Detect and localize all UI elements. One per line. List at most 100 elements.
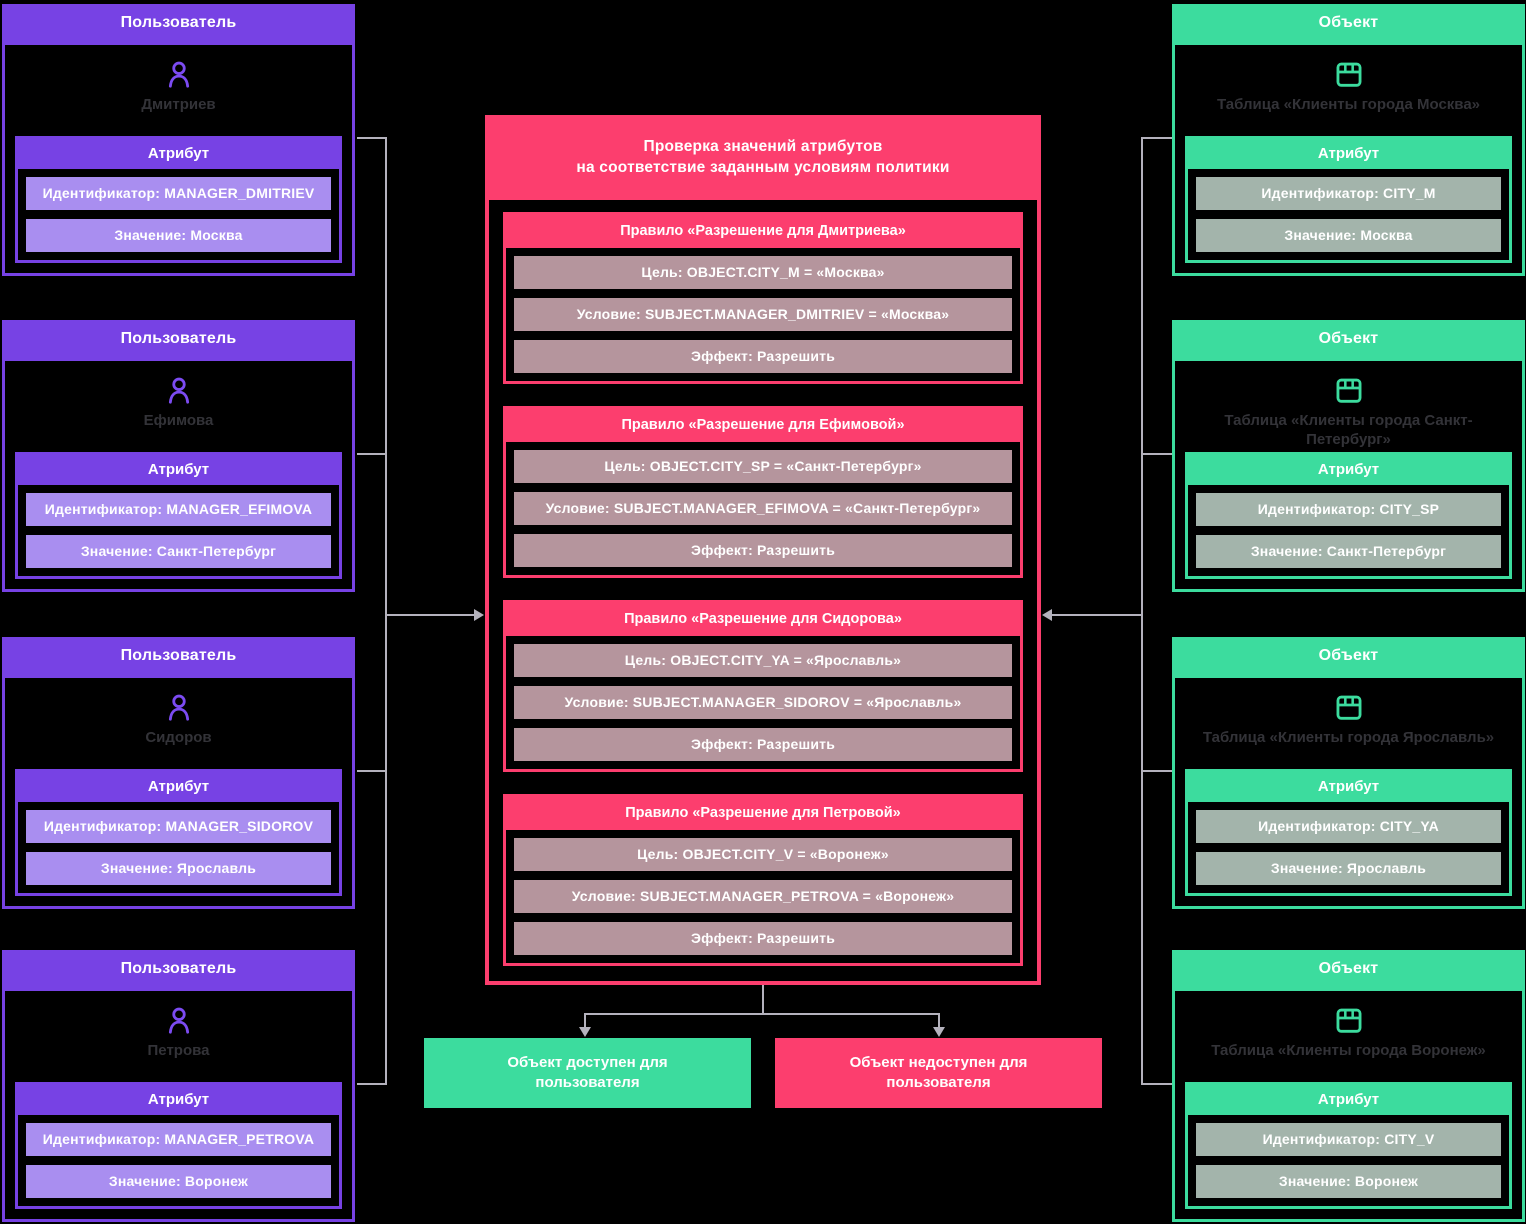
- object-card-header: Объект: [1172, 637, 1525, 675]
- object-figure: Таблица «Клиенты города Ярославль»: [1175, 678, 1522, 769]
- rule-condition-row: Условие: SUBJECT.MANAGER_EFIMOVA = «Санк…: [514, 492, 1012, 525]
- user-card-header: Пользователь: [2, 950, 355, 988]
- object-card: Объект Таблица «Клиенты города Санкт-Пет…: [1172, 320, 1525, 592]
- object-figure: Таблица «Клиенты города Санкт-Петербург»: [1175, 361, 1522, 452]
- attribute-value-row: Значение: Санкт-Петербург: [1196, 535, 1501, 568]
- policy-panel-body: Правило «Разрешение для Дмитриева» Цель:…: [485, 200, 1041, 985]
- attribute-value-row: Значение: Санкт-Петербург: [26, 535, 331, 568]
- policy-title-line1: Проверка значений атрибутов: [643, 138, 883, 155]
- rule-header: Правило «Разрешение для Петровой»: [506, 797, 1020, 830]
- arrow-down-icon: [579, 1027, 591, 1037]
- attribute-rows: Идентификатор: MANAGER_DMITRIEV Значение…: [18, 169, 339, 260]
- connector-drop-left: [584, 1013, 586, 1028]
- attribute-identifier-row: Идентификатор: CITY_YA: [1196, 810, 1501, 843]
- user-card-body: Дмитриев Атрибут Идентификатор: MANAGER_…: [2, 42, 355, 276]
- rule-condition-row: Условие: SUBJECT.MANAGER_PETROVA = «Воро…: [514, 880, 1012, 913]
- attribute-header: Атрибут: [18, 139, 339, 169]
- attribute-header: Атрибут: [18, 455, 339, 485]
- user-card-body: Ефимова Атрибут Идентификатор: MANAGER_E…: [2, 358, 355, 592]
- object-card: Объект Таблица «Клиенты города Ярославль…: [1172, 637, 1525, 909]
- outcome-denied-box: Объект недоступен для пользователя: [775, 1038, 1102, 1108]
- rule-target-row: Цель: OBJECT.CITY_YA = «Ярославль»: [514, 644, 1012, 677]
- arrow-right-icon: [474, 609, 484, 621]
- attribute-section: Атрибут Идентификатор: MANAGER_PETROVA З…: [15, 1082, 342, 1209]
- policy-panel-title: Проверка значений атрибутов на соответст…: [485, 115, 1041, 200]
- rule-effect-row: Эффект: Разрешить: [514, 922, 1012, 955]
- object-card-header: Объект: [1172, 4, 1525, 42]
- rule-condition-row: Условие: SUBJECT.MANAGER_DMITRIEV = «Мос…: [514, 298, 1012, 331]
- object-name: Таблица «Клиенты города Воронеж»: [1211, 1042, 1486, 1059]
- object-card-body: Таблица «Клиенты города Москва» Атрибут …: [1172, 42, 1525, 276]
- object-card-body: Таблица «Клиенты города Санкт-Петербург»…: [1172, 358, 1525, 592]
- attribute-identifier-row: Идентификатор: MANAGER_SIDOROV: [26, 810, 331, 843]
- user-figure: Ефимова: [5, 361, 352, 452]
- user-card-header: Пользователь: [2, 637, 355, 675]
- attribute-identifier-row: Идентификатор: CITY_V: [1196, 1123, 1501, 1156]
- user-icon: [168, 61, 189, 88]
- object-name: Таблица «Клиенты города Санкт-Петербург»: [1224, 412, 1473, 448]
- user-icon: [168, 694, 189, 721]
- rule-header: Правило «Разрешение для Дмитриева»: [506, 215, 1020, 248]
- attribute-value-row: Значение: Москва: [1196, 219, 1501, 252]
- outcome-allowed-box: Объект доступен для пользователя: [424, 1038, 751, 1108]
- user-figure: Петрова: [5, 991, 352, 1082]
- connector-stub: [357, 1083, 385, 1085]
- policy-title-line2: на соответствие заданным условиям полити…: [576, 159, 950, 176]
- object-name: Таблица «Клиенты города Ярославль»: [1202, 729, 1495, 746]
- object-card-header: Объект: [1172, 950, 1525, 988]
- attribute-section: Атрибут Идентификатор: CITY_M Значение: …: [1185, 136, 1512, 263]
- rule-header: Правило «Разрешение для Сидорова»: [506, 603, 1020, 636]
- user-card: Пользователь Дмитриев Атрибут Идентифика…: [2, 4, 355, 276]
- attribute-rows: Идентификатор: CITY_V Значение: Воронеж: [1188, 1115, 1509, 1206]
- attribute-header: Атрибут: [1188, 1085, 1509, 1115]
- arrow-down-icon: [933, 1027, 945, 1037]
- attribute-rows: Идентификатор: CITY_SP Значение: Санкт-П…: [1188, 485, 1509, 576]
- user-name: Ефимова: [143, 412, 214, 429]
- user-name: Сидоров: [145, 729, 212, 746]
- rule-effect-row: Эффект: Разрешить: [514, 728, 1012, 761]
- attribute-value-row: Значение: Воронеж: [26, 1165, 331, 1198]
- user-figure: Сидоров: [5, 678, 352, 769]
- attribute-header: Атрибут: [1188, 455, 1509, 485]
- rule-rows: Цель: OBJECT.CITY_SP = «Санкт-Петербург»…: [506, 442, 1020, 575]
- attribute-identifier-row: Идентификатор: MANAGER_EFIMOVA: [26, 493, 331, 526]
- attribute-value-row: Значение: Ярославль: [26, 852, 331, 885]
- object-figure: Таблица «Клиенты города Москва»: [1175, 45, 1522, 136]
- attribute-value-row: Значение: Москва: [26, 219, 331, 252]
- table-icon: [1336, 1008, 1361, 1033]
- connector-stub: [1141, 770, 1172, 772]
- connector-drop-right: [938, 1013, 940, 1028]
- attribute-value-row: Значение: Ярославль: [1196, 852, 1501, 885]
- rule-effect-row: Эффект: Разрешить: [514, 340, 1012, 373]
- table-icon: [1336, 378, 1361, 403]
- attribute-section: Атрибут Идентификатор: MANAGER_EFIMOVA З…: [15, 452, 342, 579]
- connector-stub: [1141, 1083, 1172, 1085]
- attribute-rows: Идентификатор: CITY_M Значение: Москва: [1188, 169, 1509, 260]
- connector-right-bus: [1141, 137, 1143, 1085]
- policy-panel: Проверка значений атрибутов на соответст…: [485, 115, 1041, 985]
- table-icon: [1336, 62, 1361, 87]
- rule-condition-row: Условие: SUBJECT.MANAGER_SIDOROV = «Ярос…: [514, 686, 1012, 719]
- rule-rows: Цель: OBJECT.CITY_M = «Москва» Условие: …: [506, 248, 1020, 381]
- rule-block: Правило «Разрешение для Дмитриева» Цель:…: [503, 212, 1023, 384]
- user-card-header: Пользователь: [2, 320, 355, 358]
- attribute-section: Атрибут Идентификатор: MANAGER_DMITRIEV …: [15, 136, 342, 263]
- attribute-section: Атрибут Идентификатор: CITY_V Значение: …: [1185, 1082, 1512, 1209]
- connector-stub: [357, 137, 385, 139]
- attribute-header: Атрибут: [1188, 139, 1509, 169]
- attribute-section: Атрибут Идентификатор: CITY_SP Значение:…: [1185, 452, 1512, 579]
- connector-right-arrow-line: [1052, 614, 1141, 616]
- object-card-body: Таблица «Клиенты города Ярославль» Атриб…: [1172, 675, 1525, 909]
- attribute-identifier-row: Идентификатор: MANAGER_DMITRIEV: [26, 177, 331, 210]
- attribute-section: Атрибут Идентификатор: CITY_YA Значение:…: [1185, 769, 1512, 896]
- user-card: Пользователь Ефимова Атрибут Идентификат…: [2, 320, 355, 592]
- user-card: Пользователь Сидоров Атрибут Идентификат…: [2, 637, 355, 909]
- attribute-identifier-row: Идентификатор: CITY_M: [1196, 177, 1501, 210]
- rule-target-row: Цель: OBJECT.CITY_M = «Москва»: [514, 256, 1012, 289]
- user-figure: Дмитриев: [5, 45, 352, 136]
- user-name: Петрова: [147, 1042, 210, 1059]
- connector-stub: [357, 770, 385, 772]
- rule-effect-row: Эффект: Разрешить: [514, 534, 1012, 567]
- rule-target-row: Цель: OBJECT.CITY_SP = «Санкт-Петербург»: [514, 450, 1012, 483]
